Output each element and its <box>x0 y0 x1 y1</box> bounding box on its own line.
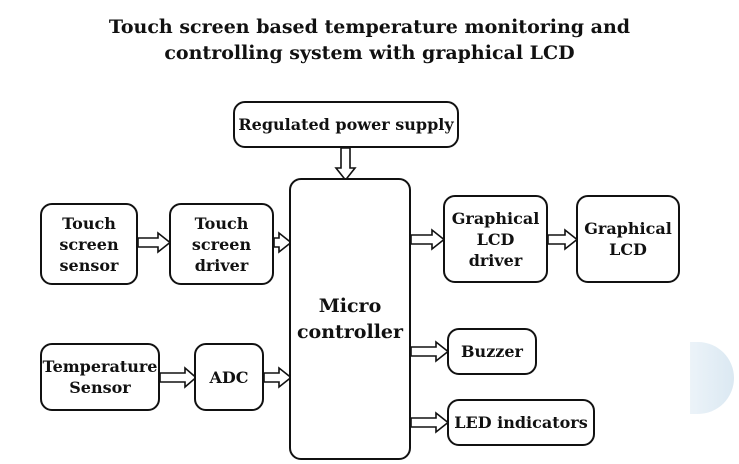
title-line-2: controlling system with graphical LCD <box>164 42 575 64</box>
arrow-power-to-mcu <box>334 147 357 182</box>
adc-block: ADC <box>194 343 264 411</box>
arrow-mcu-to-led <box>410 411 450 434</box>
adc-label: ADC <box>209 367 249 387</box>
diagram-title: Touch screen based temperature monitorin… <box>0 14 739 66</box>
graphical-lcd-driver-block: Graphical LCD driver <box>443 195 548 283</box>
touch-screen-sensor-label: Touch screen sensor <box>59 213 119 275</box>
led-indicators-label: LED indicators <box>454 413 588 432</box>
touch-screen-driver-label: Touch screen driver <box>191 213 252 275</box>
temperature-sensor-block: Temperature Sensor <box>40 343 160 411</box>
arrow-mcu-to-glcd-driver <box>410 228 446 251</box>
microcontroller-block: Micro controller <box>289 178 411 460</box>
graphical-lcd-driver-label: Graphical LCD driver <box>451 208 540 270</box>
buzzer-label: Buzzer <box>461 342 523 361</box>
arrow-adc-to-mcu <box>263 366 293 389</box>
touch-screen-sensor-block: Touch screen sensor <box>40 203 138 285</box>
graphical-lcd-block: Graphical LCD <box>576 195 680 283</box>
power-supply-block: Regulated power supply <box>233 101 459 148</box>
title-line-1: Touch screen based temperature monitorin… <box>108 16 631 38</box>
arrow-glcd-driver-to-glcd <box>547 228 579 251</box>
arrow-sensor-to-driver <box>137 231 172 254</box>
power-supply-label: Regulated power supply <box>238 115 454 134</box>
graphical-lcd-label: Graphical LCD <box>584 219 672 259</box>
arrow-mcu-to-buzzer <box>410 340 450 363</box>
touch-screen-driver-block: Touch screen driver <box>169 203 274 285</box>
microcontroller-label: Micro controller <box>296 295 404 343</box>
buzzer-block: Buzzer <box>447 328 537 375</box>
arrow-driver-to-mcu <box>273 231 293 254</box>
temperature-sensor-label: Temperature Sensor <box>42 357 158 397</box>
arrow-tempsensor-to-adc <box>159 366 198 389</box>
led-indicators-block: LED indicators <box>447 399 595 446</box>
